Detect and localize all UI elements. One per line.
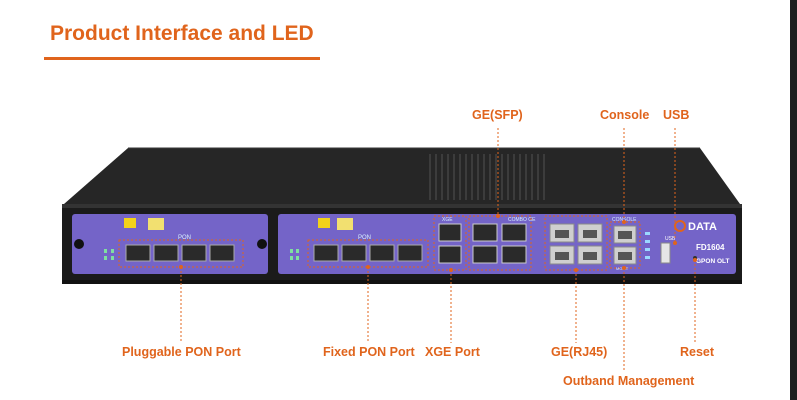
status-leds [645, 232, 650, 259]
pluggable-pon-card [72, 214, 268, 274]
sfp-port [472, 245, 498, 264]
chassis-vents [429, 154, 545, 200]
sfp-port [501, 223, 527, 242]
card-screw-left [74, 239, 84, 249]
callout-fixed-pon: Fixed PON Port [323, 345, 415, 359]
xge-port [438, 223, 462, 242]
console-mgmt-box [609, 221, 641, 269]
warning-sticker [148, 218, 164, 230]
pon-fixed-label: PON [358, 235, 371, 241]
model-name: FD1604 [696, 243, 725, 252]
callout-outband: Outband Management [563, 374, 695, 388]
usb-port [660, 242, 671, 264]
callout-xge-port: XGE Port [425, 345, 480, 359]
callout-reset: Reset [680, 345, 715, 359]
laser-warning-label [124, 218, 136, 228]
pon-port [153, 244, 179, 262]
callout-usb: USB [663, 108, 690, 122]
right-edge-bar [790, 0, 797, 400]
xge-port [438, 245, 462, 264]
laser-warning-label [318, 218, 330, 228]
callout-ge-rj45: GE(RJ45) [551, 345, 608, 359]
brand-name: DATA [688, 221, 717, 233]
pon-port [369, 244, 395, 262]
usb-small-label: USB [665, 236, 676, 242]
sfp-port [472, 223, 498, 242]
pon-port [313, 244, 339, 262]
callout-ge-sfp: GE(SFP) [472, 108, 523, 122]
page-title: Product Interface and LED [50, 22, 314, 45]
callout-console: Console [600, 108, 650, 122]
fixed-pon-ports-box [307, 239, 429, 268]
panel-leds [290, 249, 299, 260]
xge-small-label: XGE [442, 217, 453, 223]
pon-port [397, 244, 423, 262]
title-underline [44, 57, 320, 60]
ge-sfp-ports-box [468, 215, 532, 271]
pon-port [209, 244, 235, 262]
chassis-top [64, 148, 740, 204]
card-leds [104, 249, 114, 260]
warning-sticker [337, 218, 353, 230]
card-screw-right [257, 239, 267, 249]
pon-port [181, 244, 207, 262]
pon-card-label: PON [178, 235, 191, 241]
pon-port [125, 244, 151, 262]
console-small-label: CONSOLE [612, 217, 637, 223]
device-type: GPON OLT [696, 258, 729, 265]
sfp-port [501, 245, 527, 264]
combo-small-label: COMBO GE [508, 217, 536, 223]
callout-pluggable-pon: Pluggable PON Port [122, 345, 241, 359]
ge-rj45-ports-box [544, 215, 608, 271]
pon-port [341, 244, 367, 262]
